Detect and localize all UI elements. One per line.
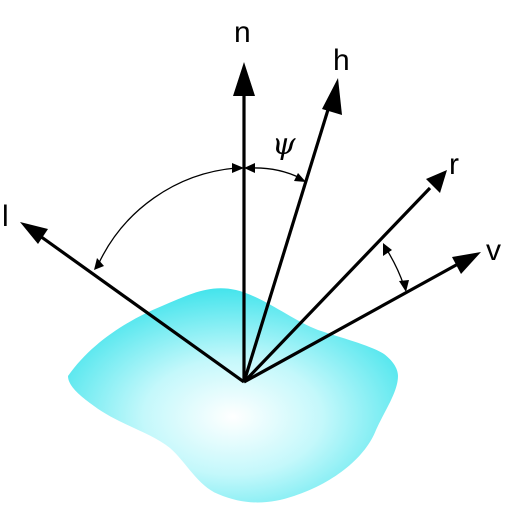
angle-arc-l-n — [97, 167, 237, 266]
vector-l-shaft — [39, 234, 245, 384]
angle-arc-l-n-head-l — [94, 258, 104, 270]
angle-arc-psi — [249, 167, 301, 179]
angle-arc-r-v-head-v — [399, 280, 409, 292]
vector-h-shaft — [242, 99, 333, 383]
angle-arc-l-n-head-n — [232, 163, 244, 173]
vector-v-arrowhead — [452, 252, 481, 274]
surface-patch — [68, 288, 398, 503]
label-v: v — [486, 234, 501, 267]
vector-r-shaft — [242, 186, 432, 384]
label-h: h — [333, 44, 350, 77]
angle-arc-r-v — [386, 249, 405, 287]
label-l: l — [2, 200, 9, 233]
label-n: n — [234, 16, 251, 49]
label-psi: ψ — [272, 127, 296, 162]
vector-h-arrowhead — [322, 78, 342, 115]
vector-r-arrowhead — [426, 170, 447, 193]
angle-arc-r-v-head-r — [383, 243, 392, 256]
angle-arc-psi-head-h — [294, 173, 306, 182]
label-r: r — [449, 148, 459, 181]
vector-l-arrowhead — [20, 222, 48, 244]
vector-v-shaft — [243, 262, 459, 384]
angle-arc-psi-head-n — [244, 163, 255, 173]
vector-n-arrowhead — [233, 62, 255, 96]
